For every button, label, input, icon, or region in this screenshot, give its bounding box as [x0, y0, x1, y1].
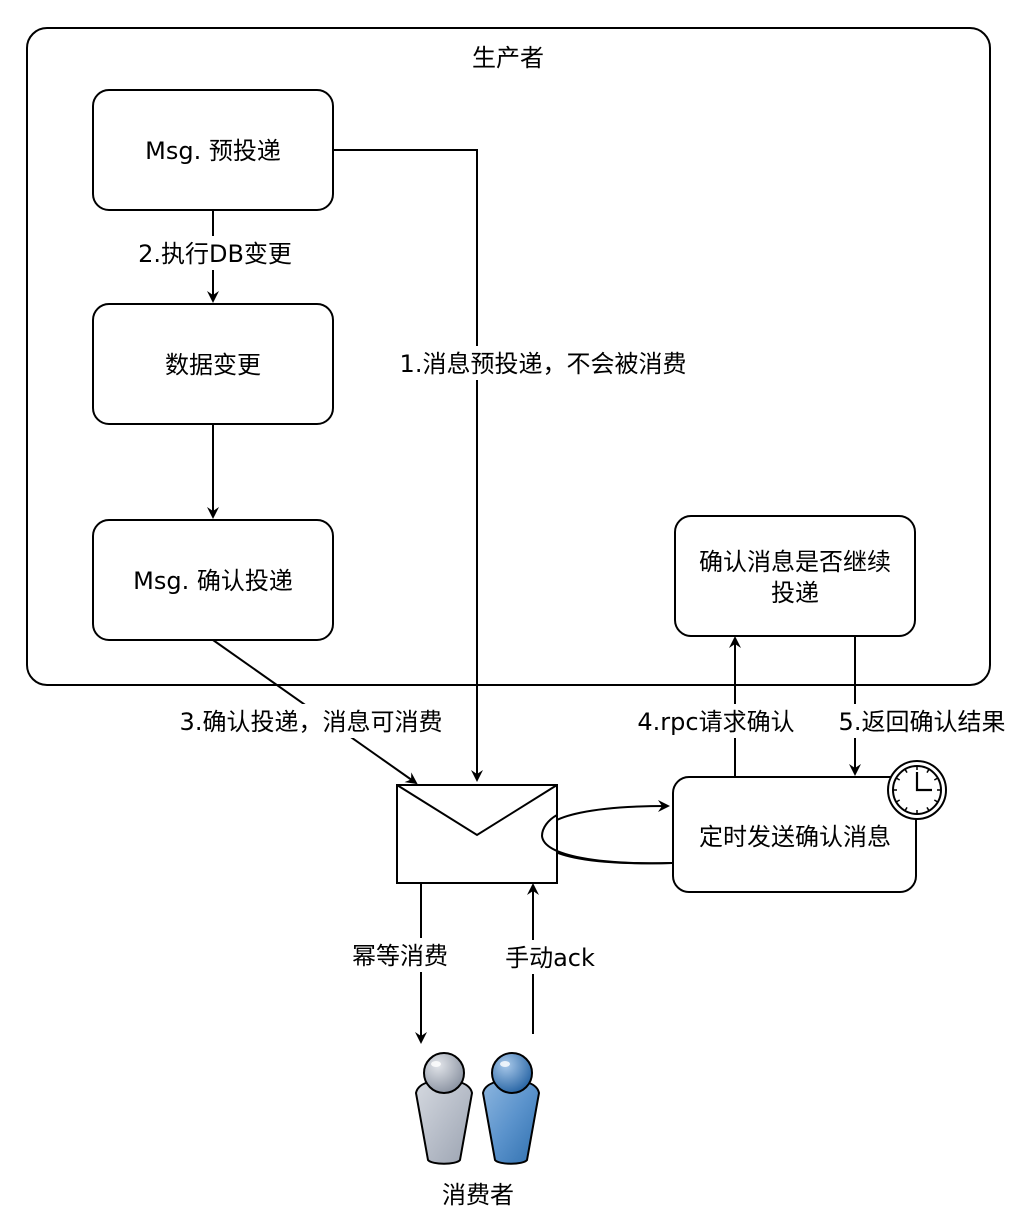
- node-data-change[interactable]: 数据变更: [92, 303, 334, 425]
- node-timer[interactable]: 定时发送确认消息: [672, 776, 917, 893]
- producer-title: 生产者: [472, 44, 544, 72]
- edge-step1: [333, 149, 483, 782]
- edge-label-step5: 5.返回确认结果: [826, 704, 1018, 738]
- node-check-continue-line2: 投递: [771, 579, 819, 607]
- edge-label-consume-text: 幂等消费: [352, 942, 448, 970]
- users-icon[interactable]: [414, 1052, 541, 1165]
- edge-label-step3-text: 3.确认投递，消息可消费: [180, 708, 443, 736]
- clock-tick: [933, 799, 939, 803]
- node-pre-deliver[interactable]: Msg. 预投递: [92, 89, 334, 211]
- loop-overlay: [540, 814, 673, 865]
- node-confirm-deliver-label: Msg. 确认投递: [133, 567, 293, 595]
- clock-tick: [926, 768, 930, 774]
- clock-tick: [904, 768, 908, 774]
- clock-tick: [895, 777, 901, 781]
- producer-container: 生产者: [26, 27, 991, 686]
- edge-timer-loop: [540, 800, 673, 865]
- edge-label-ack-text: 手动ack: [505, 944, 595, 972]
- edge-label-ack: 手动ack: [498, 940, 602, 974]
- node-timer-label: 定时发送确认消息: [699, 823, 891, 851]
- node-data-change-label: 数据变更: [165, 351, 261, 379]
- consumer-blue-figure: [481, 1052, 541, 1165]
- edge-label-step2-text: 2.执行DB变更: [138, 240, 292, 268]
- edge-label-step1-text: 1.消息预投递，不会被消费: [400, 350, 687, 378]
- consumer-gray-figure: [414, 1052, 474, 1165]
- clock-tick: [895, 799, 901, 803]
- edge-label-consume: 幂等消费: [346, 938, 462, 972]
- edge-label-step5-text: 5.返回确认结果: [839, 708, 1006, 736]
- clock-tick: [904, 806, 908, 812]
- node-pre-deliver-label: Msg. 预投递: [145, 137, 281, 165]
- clock-icon: [887, 760, 947, 820]
- edge-label-step4-text: 4.rpc请求确认: [637, 708, 794, 736]
- consumer-label: 消费者: [442, 1181, 514, 1209]
- envelope-icon[interactable]: [396, 784, 558, 884]
- clock-tick: [926, 806, 930, 812]
- node-confirm-deliver[interactable]: Msg. 确认投递: [92, 519, 334, 641]
- node-check-continue[interactable]: 确认消息是否继续 投递: [674, 515, 916, 637]
- node-check-continue-line1: 确认消息是否继续: [699, 548, 891, 576]
- edge-label-step4: 4.rpc请求确认: [626, 704, 806, 738]
- edge-label-step1: 1.消息预投递，不会被消费: [376, 346, 710, 380]
- edge-label-step3: 3.确认投递，消息可消费: [158, 704, 464, 738]
- clock-tick: [933, 777, 939, 781]
- edge-label-step2: 2.执行DB变更: [130, 236, 300, 270]
